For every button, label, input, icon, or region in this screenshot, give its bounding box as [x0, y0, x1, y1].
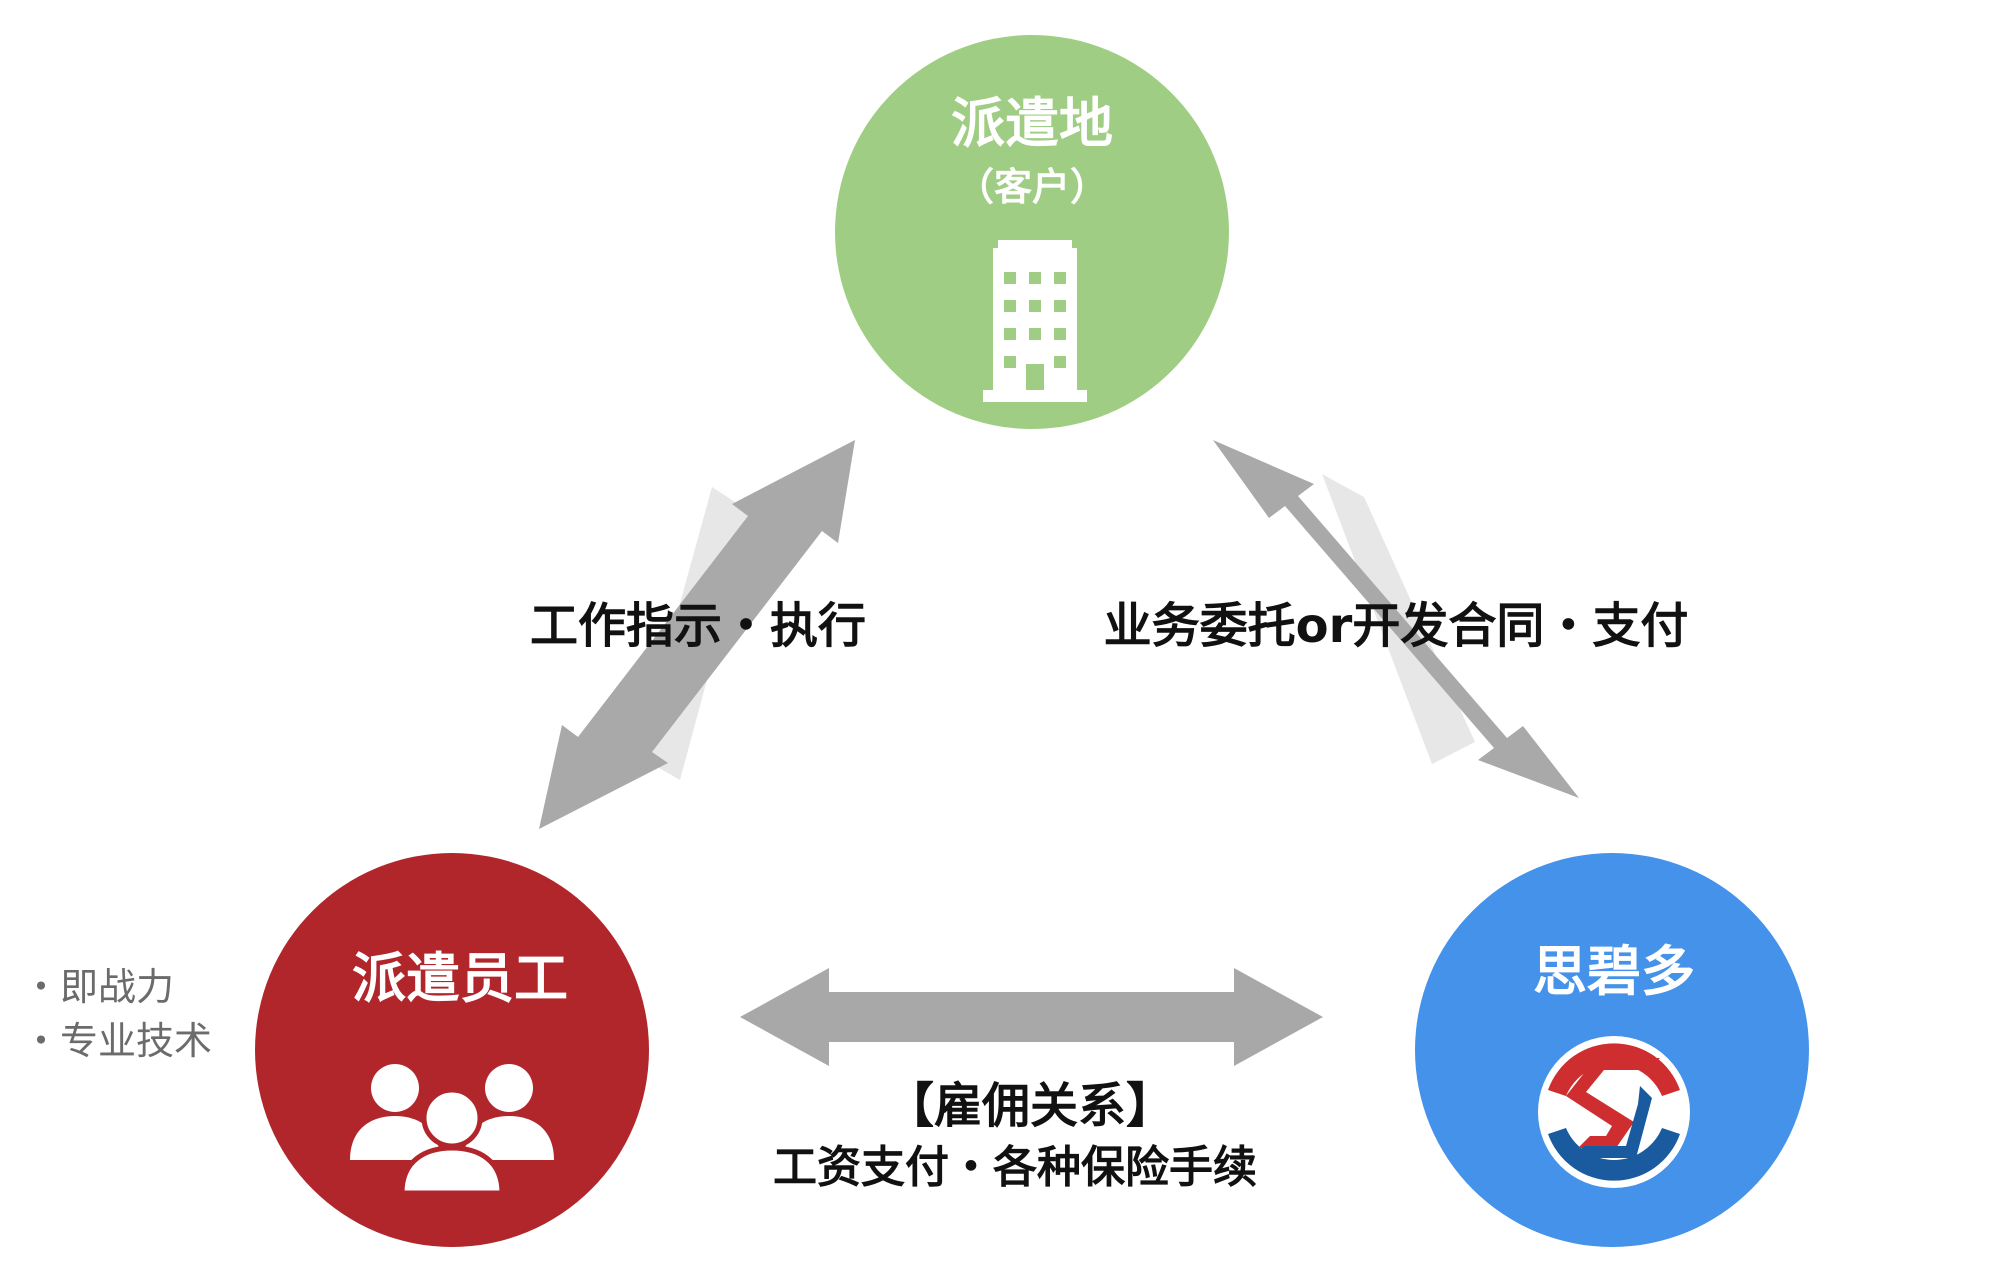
arrow-shape	[740, 968, 1323, 1066]
employment-relation-detail: 工资支付・各种保险手续	[773, 1142, 1257, 1193]
company-title: 思碧多	[1533, 940, 1695, 1003]
company-node: 思碧多	[1415, 853, 1809, 1247]
employment-relation-title: 【雇佣关系】	[886, 1078, 1174, 1134]
client-title: 派遣地	[951, 92, 1113, 155]
arrow-shape	[539, 440, 855, 829]
client-node: 派遣地 （客户）	[835, 35, 1229, 429]
arrow-shape	[1213, 440, 1579, 798]
client-circle	[835, 35, 1229, 429]
employee-note-2: ・专业技术	[22, 1019, 212, 1063]
company-logo-icon	[1538, 1036, 1690, 1188]
people-group-icon	[350, 1064, 554, 1196]
employee-note-1: ・即战力	[22, 965, 174, 1009]
office-building-icon	[983, 240, 1087, 402]
client-employee-label: 工作指示・执行	[530, 598, 866, 654]
employee-node: 派遣员工	[255, 853, 649, 1247]
client-company-label: 业务委托or开发合同・支付	[1104, 598, 1689, 654]
employee-title: 派遣员工	[352, 947, 568, 1010]
client-subtitle: （客户）	[956, 165, 1108, 209]
arrow-employee-company	[740, 968, 1323, 1066]
arrow-client-employee	[539, 440, 855, 829]
arrow-client-company	[1213, 440, 1579, 798]
